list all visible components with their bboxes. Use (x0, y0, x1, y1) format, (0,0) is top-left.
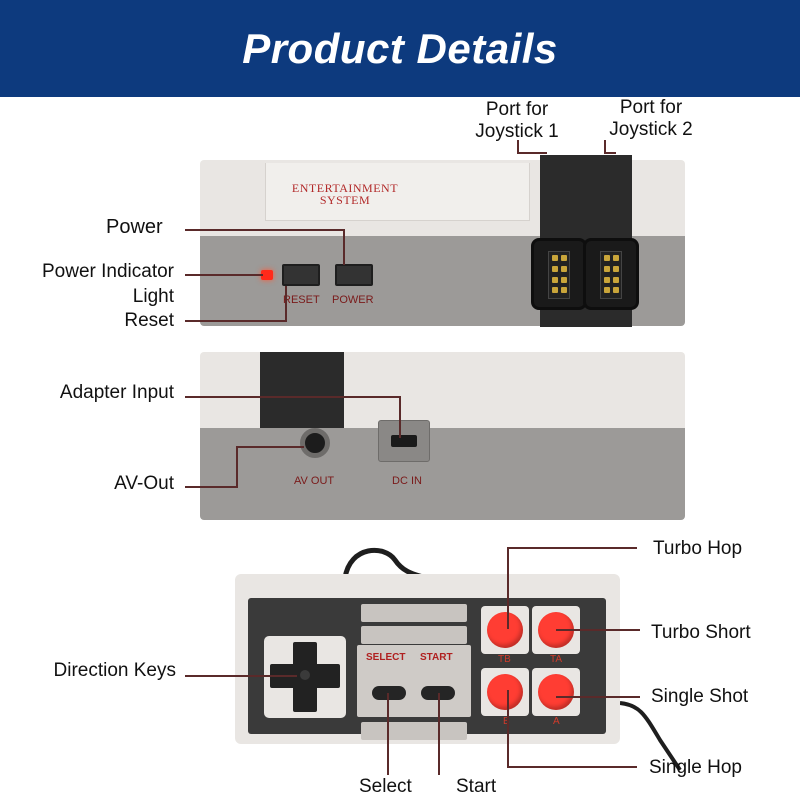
port1-callout: Port for Joystick 1 (462, 99, 572, 143)
select-text: SELECT (366, 652, 405, 663)
turbo-a-label: TA (550, 654, 562, 665)
reset-callout: Reset (20, 310, 174, 332)
av-out-callout: AV-Out (20, 473, 174, 495)
controller-stripe (361, 604, 467, 622)
power-callout: Power (106, 216, 163, 238)
a-label: A (553, 716, 560, 727)
controller-stripe (361, 626, 467, 644)
b-button[interactable] (487, 674, 523, 710)
port2-callout: Port for Joystick 2 (596, 97, 706, 141)
adapter-input-callout: Adapter Input (20, 382, 174, 404)
controller-stripe (361, 722, 467, 740)
turbo-b-button[interactable] (487, 612, 523, 648)
single-shot-callout: Single Shot (651, 686, 748, 708)
select-callout: Select (359, 776, 412, 798)
direction-keys-callout: Direction Keys (20, 660, 176, 682)
turbo-short-callout: Turbo Short (651, 622, 751, 644)
start-text: START (420, 652, 453, 663)
dpad-center-icon (300, 670, 310, 680)
single-hop-callout: Single Hop (649, 757, 742, 779)
power-indicator-callout: Power Indicator Light (20, 261, 174, 308)
turbo-hop-callout: Turbo Hop (653, 538, 742, 560)
turbo-b-label: TB (498, 654, 511, 665)
start-callout: Start (456, 776, 496, 798)
a-button[interactable] (538, 674, 574, 710)
select-button[interactable] (372, 686, 406, 700)
